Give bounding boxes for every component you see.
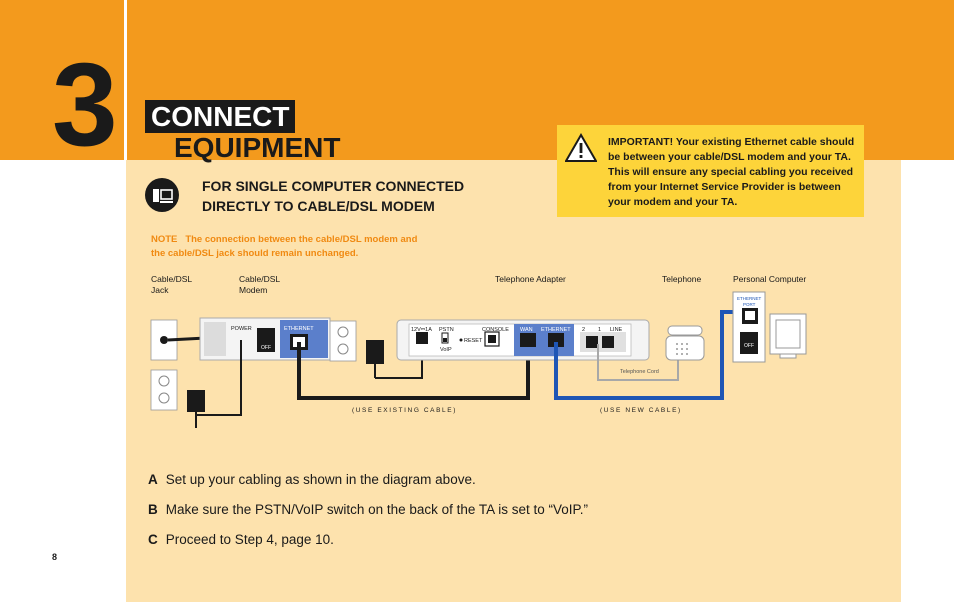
note: NOTE The connection between the cable/DS…	[151, 233, 431, 261]
ta-pstn-label: PSTN	[439, 327, 454, 333]
step-letter: B	[148, 502, 158, 517]
step-text: Set up your cabling as shown in the diag…	[165, 472, 476, 487]
telephone-cord	[597, 344, 679, 381]
note-text: The connection between the cable/DSL mod…	[151, 234, 418, 259]
telephone-adapter	[396, 319, 650, 361]
ta-wan-label: WAN	[520, 327, 533, 333]
subtitle-line1: FOR SINGLE COMPUTER CONNECTED	[202, 178, 465, 194]
wall-outlet-upper	[329, 320, 357, 362]
step-b: B Make sure the PSTN/VoIP switch on the …	[148, 502, 588, 517]
existing-cable	[297, 342, 530, 400]
note-label: NOTE	[151, 234, 178, 245]
cable-dsl-modem	[199, 317, 331, 361]
existing-cable-caption: (USE EXISTING CABLE)	[352, 407, 457, 414]
ta-line1-label: 1	[598, 327, 601, 333]
label-personal-computer: Personal Computer	[733, 274, 807, 284]
telephone	[665, 325, 705, 361]
step-letter: A	[148, 472, 158, 487]
step-a: A Set up your cabling as shown in the di…	[148, 472, 476, 487]
label-modem-line2: Modem	[239, 285, 268, 295]
label-modem-line1: Cable/DSL	[239, 274, 281, 284]
modem-power-adapter	[187, 390, 205, 412]
new-cable-caption: (USE NEW CABLE)	[600, 407, 682, 414]
warning-icon	[565, 133, 597, 162]
important-text: IMPORTANT! Your existing Ethernet cable …	[608, 136, 855, 208]
important-callout	[557, 125, 864, 217]
personal-computer	[732, 291, 807, 363]
header-divider	[124, 0, 127, 160]
ta-ethernet-label: ETHERNET	[541, 327, 571, 333]
modem-off-label: OFF	[261, 345, 271, 351]
step-number: 3	[52, 39, 118, 171]
step-letter: C	[148, 532, 158, 547]
label-jack-line2: Jack	[151, 285, 169, 295]
connection-diagram: POWER OFF ETHERNET 12V⎓1A PSTN VoIP RESE…	[150, 291, 807, 428]
ta-power-label: 12V⎓1A	[411, 327, 432, 333]
content-panel	[126, 160, 901, 602]
subtitle-line2: DIRECTLY TO CABLE/DSL MODEM	[202, 198, 435, 214]
label-jack-line1: Cable/DSL	[151, 274, 193, 284]
label-cable-dsl-jack: Cable/DSL Jack	[151, 274, 192, 296]
modem-power-label: POWER	[231, 326, 252, 332]
new-cable	[554, 310, 748, 400]
pc-ethernet-port-label-1: ETHERNET	[737, 296, 762, 301]
page-title-line2: EQUIPMENT	[174, 132, 341, 163]
page-number: 8	[52, 552, 58, 562]
computer-icon	[145, 178, 179, 212]
ta-line2-label: 2	[582, 327, 585, 333]
telephone-cord-label: Telephone Cord	[620, 369, 659, 375]
ta-reset-label: RESET	[464, 338, 483, 344]
pc-ethernet-port-label-2: PORT	[743, 302, 756, 307]
ta-line-label: LINE	[610, 327, 623, 333]
label-cable-dsl-modem: Cable/DSL Modem	[239, 274, 280, 296]
ta-power-adapter	[366, 340, 384, 364]
label-telephone-adapter: Telephone Adapter	[495, 274, 566, 284]
ta-console-label: CONSOLE	[482, 327, 509, 333]
section-subtitle: FOR SINGLE COMPUTER CONNECTED DIRECTLY T…	[202, 176, 502, 216]
label-telephone: Telephone	[662, 274, 702, 284]
step-text: Proceed to Step 4, page 10.	[165, 532, 334, 547]
pc-off-label: OFF	[744, 343, 754, 349]
page-title-line1: CONNECT	[145, 100, 296, 133]
step-c: C Proceed to Step 4, page 10.	[148, 532, 334, 547]
step-text: Make sure the PSTN/VoIP switch on the ba…	[165, 502, 588, 517]
wall-outlet-lower	[150, 369, 178, 411]
ta-voip-label: VoIP	[440, 347, 452, 353]
modem-ethernet-label: ETHERNET	[284, 326, 314, 332]
